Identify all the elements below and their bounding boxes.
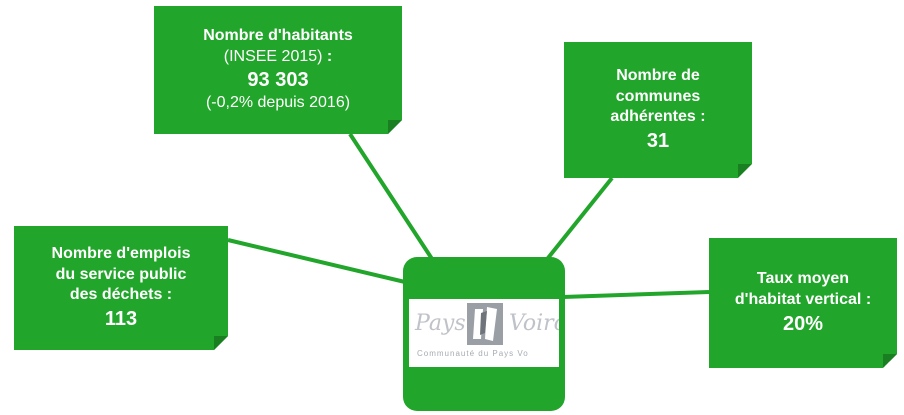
communes-line1: Nombre de [616, 66, 700, 84]
communes-line3: adhérentes : [610, 108, 706, 126]
connector-jobs [227, 238, 406, 284]
connector-population [348, 132, 440, 270]
communes-value: 31 [646, 130, 670, 153]
population-source: (INSEE 2015) : [223, 47, 333, 65]
pays-voironnais-logo: Pays Voiro Communauté du Pays Vo [409, 299, 559, 367]
population-note: Nombre d'habitants (INSEE 2015) : 93 303… [154, 6, 402, 134]
jobs-line2: du service public [55, 265, 187, 283]
habitat-line1: Taux moyen [756, 270, 850, 288]
habitat-note: Taux moyen d'habitat vertical : 20% [709, 238, 897, 368]
population-change: (-0,2% depuis 2016) [205, 94, 351, 112]
population-heading: Nombre d'habitants [203, 26, 353, 44]
habitat-value: 20% [782, 312, 824, 335]
connector-habitat [562, 290, 710, 299]
logo-word-pays: Pays [415, 311, 466, 336]
logo-mark-icon [467, 303, 503, 345]
communes-line2: communes [615, 87, 701, 105]
logo-caption: Communauté du Pays Vo [417, 349, 529, 358]
jobs-line1: Nombre d'emplois [51, 244, 191, 262]
population-value: 93 303 [247, 69, 309, 92]
communes-note: Nombre de communes adhérentes : 31 [564, 42, 752, 178]
habitat-line2: d'habitat vertical : [734, 291, 872, 308]
jobs-note: Nombre d'emplois du service public des d… [14, 226, 228, 350]
logo-word-voiron: Voiro [509, 311, 559, 336]
connector-communes [538, 176, 614, 270]
center-logo-box: Pays Voiro Communauté du Pays Vo [403, 257, 565, 411]
jobs-value: 113 [104, 308, 138, 331]
jobs-line3: des déchets : [69, 286, 173, 304]
